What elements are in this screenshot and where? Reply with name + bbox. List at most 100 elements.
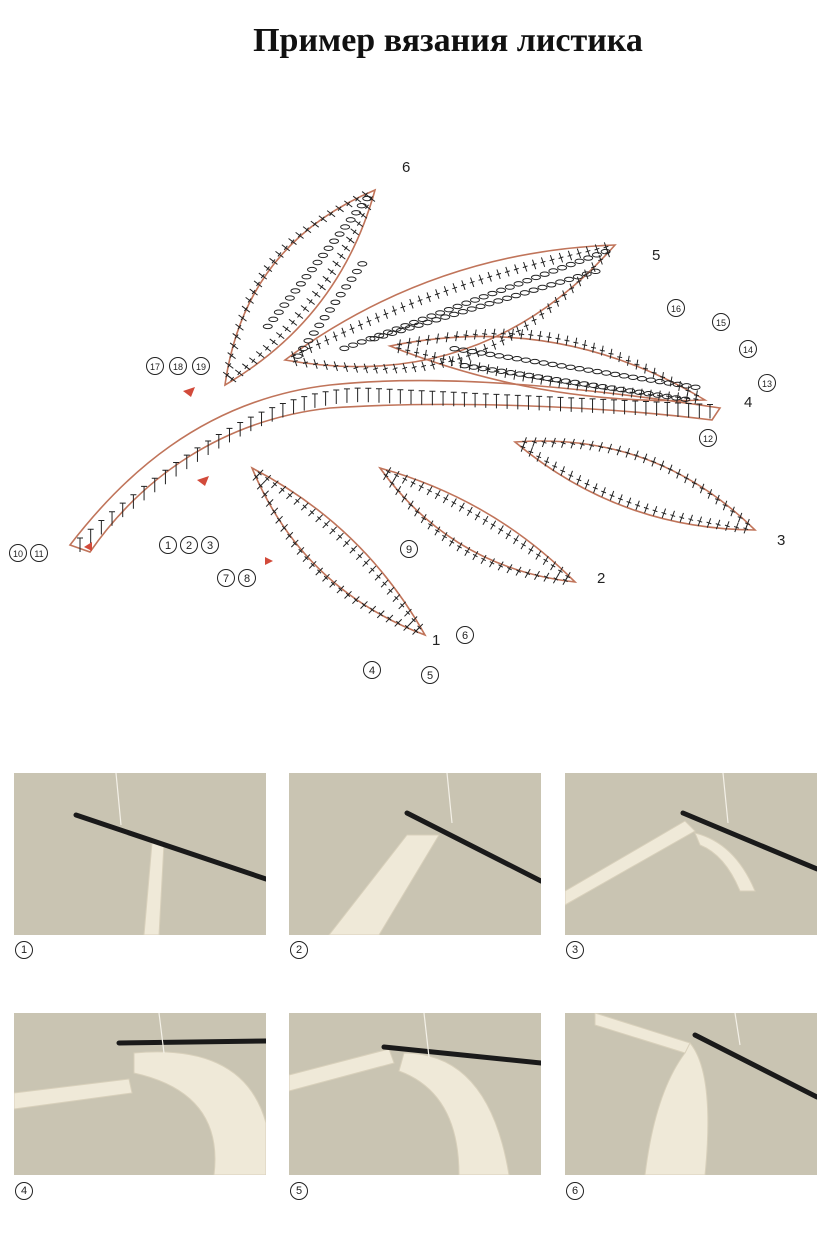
yarn-thread bbox=[158, 1013, 165, 1054]
stitch-mark bbox=[332, 331, 338, 342]
stitch-mark bbox=[290, 399, 297, 414]
stitch-mark bbox=[715, 519, 721, 530]
stitch-mark bbox=[183, 454, 190, 470]
chain-stitch bbox=[519, 290, 530, 296]
stitch-mark bbox=[302, 357, 308, 368]
stitch-mark bbox=[536, 451, 542, 462]
stitch-mark bbox=[271, 480, 279, 489]
stitch-mark bbox=[635, 500, 641, 511]
circled-marker-13 bbox=[758, 374, 776, 392]
stitch-mark bbox=[405, 345, 411, 356]
stitch-mark bbox=[406, 337, 412, 348]
stitch-mark bbox=[546, 332, 552, 343]
chain-stitch bbox=[461, 300, 472, 306]
stitch-mark bbox=[458, 502, 465, 512]
stitch-mark bbox=[656, 390, 662, 401]
stitch-mark bbox=[505, 530, 512, 540]
stitch-mark bbox=[472, 551, 479, 561]
stitch-mark bbox=[374, 312, 380, 323]
stitch-mark bbox=[499, 335, 505, 346]
stitch-mark bbox=[237, 422, 244, 437]
stitch-mark bbox=[205, 440, 212, 456]
stitch-mark bbox=[354, 387, 361, 403]
stitch-mark bbox=[368, 605, 377, 614]
stitch-mark bbox=[269, 257, 278, 265]
stitch-mark bbox=[322, 573, 330, 582]
stitch-mark bbox=[434, 526, 441, 536]
stitch-mark bbox=[263, 474, 272, 483]
stitch-mark bbox=[408, 389, 415, 405]
chain-stitch bbox=[298, 345, 309, 352]
chain-stitch bbox=[505, 370, 516, 376]
stitch-mark bbox=[743, 523, 749, 534]
stitch-mark bbox=[420, 513, 427, 524]
stitch-mark bbox=[554, 296, 560, 307]
circled-marker-11 bbox=[30, 544, 48, 562]
chain-stitch bbox=[565, 261, 576, 268]
step-number-3: 3 bbox=[566, 941, 584, 959]
stitch-mark bbox=[409, 616, 418, 625]
crochet-hook bbox=[73, 812, 266, 882]
stitch-mark bbox=[252, 472, 261, 481]
circled-marker-label: 3 bbox=[207, 540, 213, 552]
stitch-mark bbox=[302, 554, 311, 563]
leaf-outline-5 bbox=[283, 244, 617, 368]
stitch-mark bbox=[448, 537, 455, 547]
stitch-mark bbox=[608, 348, 614, 359]
stitch-mark bbox=[531, 259, 537, 270]
circled-marker-label: 19 bbox=[196, 362, 206, 372]
stitch-mark bbox=[652, 505, 658, 516]
stitch-mark bbox=[540, 257, 546, 268]
chain-stitch bbox=[295, 281, 306, 287]
chain-stitch bbox=[341, 284, 352, 290]
stitch-mark bbox=[513, 535, 519, 545]
stitch-mark bbox=[301, 396, 308, 411]
chain-stitch bbox=[643, 391, 654, 397]
stitch-mark bbox=[534, 570, 540, 580]
stitch-mark bbox=[536, 395, 543, 411]
stitch-mark bbox=[308, 560, 317, 569]
stitch-mark bbox=[327, 268, 337, 276]
chain-stitch bbox=[330, 299, 341, 306]
circled-marker-15 bbox=[712, 313, 730, 331]
stitch-mark bbox=[691, 478, 697, 489]
stitch-mark bbox=[491, 339, 497, 350]
stitch-symbols bbox=[77, 191, 751, 635]
stitch-mark bbox=[557, 566, 564, 576]
chain-stitch bbox=[362, 195, 373, 202]
stitch-mark bbox=[311, 290, 321, 298]
crochet-hook bbox=[692, 1032, 817, 1100]
stitch-mark bbox=[450, 391, 457, 407]
stitch-mark bbox=[497, 561, 504, 571]
stitch-mark bbox=[227, 352, 236, 360]
stitch-mark bbox=[363, 363, 369, 374]
stitch-mark bbox=[423, 349, 429, 360]
stitch-mark bbox=[519, 329, 525, 340]
leaf-number-6: 6 bbox=[402, 159, 410, 176]
direction-arrow bbox=[84, 542, 92, 551]
stitch-mark bbox=[579, 439, 585, 450]
chain-stitch bbox=[422, 319, 433, 326]
stitch-mark bbox=[414, 507, 421, 517]
circled-marker-label: 2 bbox=[186, 540, 192, 552]
step-number-6: 6 bbox=[566, 1182, 584, 1200]
stitch-mark bbox=[403, 622, 411, 631]
stitch-mark bbox=[286, 491, 294, 500]
stitch-mark bbox=[522, 261, 528, 272]
crochet-hook bbox=[116, 1038, 266, 1046]
stitch-mark bbox=[560, 438, 566, 448]
stitch-mark bbox=[531, 437, 537, 448]
chain-stitch bbox=[357, 261, 368, 267]
stitch-mark bbox=[396, 343, 402, 354]
chain-stitch bbox=[378, 333, 389, 339]
stitch-mark bbox=[688, 514, 694, 525]
stitch-mark bbox=[576, 248, 582, 259]
stitch-mark bbox=[439, 358, 445, 368]
chain-stitch bbox=[334, 231, 345, 237]
chain-stitch bbox=[503, 354, 514, 360]
direction-arrow bbox=[265, 557, 273, 565]
circled-marker-14 bbox=[739, 340, 757, 358]
yarn-thread bbox=[446, 773, 453, 824]
stitch-mark bbox=[253, 280, 263, 288]
stitch-mark bbox=[568, 470, 574, 481]
